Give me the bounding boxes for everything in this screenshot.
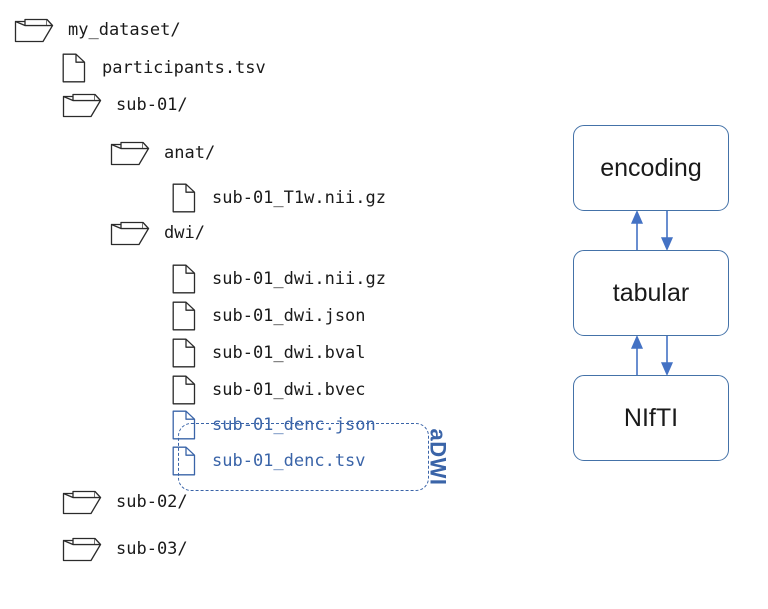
tree-row-folder[interactable]: sub-01/ xyxy=(62,90,188,120)
tree-row-label: dwi/ xyxy=(164,223,205,243)
tree-row-folder[interactable]: sub-02/ xyxy=(62,487,188,517)
tree-row-file[interactable]: sub-01_dwi.nii.gz xyxy=(172,264,386,294)
folder-icon xyxy=(110,140,150,166)
flow-box-nifti-label: NIfTI xyxy=(623,403,679,432)
bidirectional-arrows-svg xyxy=(630,209,674,252)
tree-row-label: sub-01_denc.tsv xyxy=(212,451,366,471)
tree-row-label: sub-01_dwi.json xyxy=(212,306,366,326)
tree-row-folder[interactable]: dwi/ xyxy=(110,218,205,248)
bidirectional-arrows-svg xyxy=(630,334,674,377)
file-icon xyxy=(62,53,86,83)
tree-row-label: my_dataset/ xyxy=(68,20,181,40)
arrow-down-head xyxy=(660,362,674,377)
tree-row-label: sub-01/ xyxy=(116,95,188,115)
file-icon xyxy=(172,264,196,294)
tree-row-folder[interactable]: sub-03/ xyxy=(62,534,188,564)
tree-row-label: participants.tsv xyxy=(102,58,266,78)
arrow-up-head xyxy=(630,209,644,224)
tree-row-label: sub-01_denc.json xyxy=(212,415,376,435)
tree-row-label: sub-02/ xyxy=(116,492,188,512)
tree-row-file[interactable]: sub-01_dwi.json xyxy=(172,301,366,331)
tree-row-label: sub-01_T1w.nii.gz xyxy=(212,188,386,208)
adwi-group-label: aDWI xyxy=(424,418,450,496)
file-tree: my_dataset/participants.tsv sub-01/anat/s… xyxy=(14,15,386,564)
tree-row-label: sub-03/ xyxy=(116,539,188,559)
file-icon xyxy=(172,338,196,368)
folder-icon xyxy=(110,220,150,246)
flow-box-tabular[interactable]: tabular xyxy=(573,250,729,336)
folder-icon xyxy=(62,536,102,562)
tree-row-label: sub-01_dwi.nii.gz xyxy=(212,269,386,289)
tree-row-file[interactable]: sub-01_dwi.bval xyxy=(172,338,366,368)
tree-row-folder[interactable]: my_dataset/ xyxy=(14,15,181,45)
folder-icon xyxy=(14,17,54,43)
tree-row-file[interactable]: participants.tsv xyxy=(62,53,266,83)
adwi-group-label-text: aDWI xyxy=(425,428,450,486)
file-icon xyxy=(172,375,196,405)
arrow-pair-tabular-encoding xyxy=(573,209,729,252)
adwi-group-highlight-box xyxy=(178,423,429,491)
format-conversion-flowchart: encoding tabular NIfTI xyxy=(560,110,750,480)
folder-icon xyxy=(62,489,102,515)
flow-box-nifti[interactable]: NIfTI xyxy=(573,375,729,461)
arrow-pair-nifti-tabular xyxy=(573,334,729,377)
arrow-down-head xyxy=(660,237,674,252)
folder-icon xyxy=(62,92,102,118)
tree-row-file[interactable]: sub-01_T1w.nii.gz xyxy=(172,183,386,213)
tree-row-label: anat/ xyxy=(164,143,216,163)
flow-box-tabular-label: tabular xyxy=(612,278,690,307)
tree-row-file[interactable]: sub-01_dwi.bvec xyxy=(172,375,366,405)
file-icon xyxy=(172,301,196,331)
tree-row-label: sub-01_dwi.bval xyxy=(212,343,366,363)
flow-box-encoding-label: encoding xyxy=(600,153,702,182)
arrow-up-head xyxy=(630,334,644,349)
flow-box-encoding[interactable]: encoding xyxy=(573,125,729,211)
file-icon xyxy=(172,183,196,213)
tree-row-folder[interactable]: anat/ xyxy=(110,138,215,168)
tree-row-label: sub-01_dwi.bvec xyxy=(212,380,366,400)
